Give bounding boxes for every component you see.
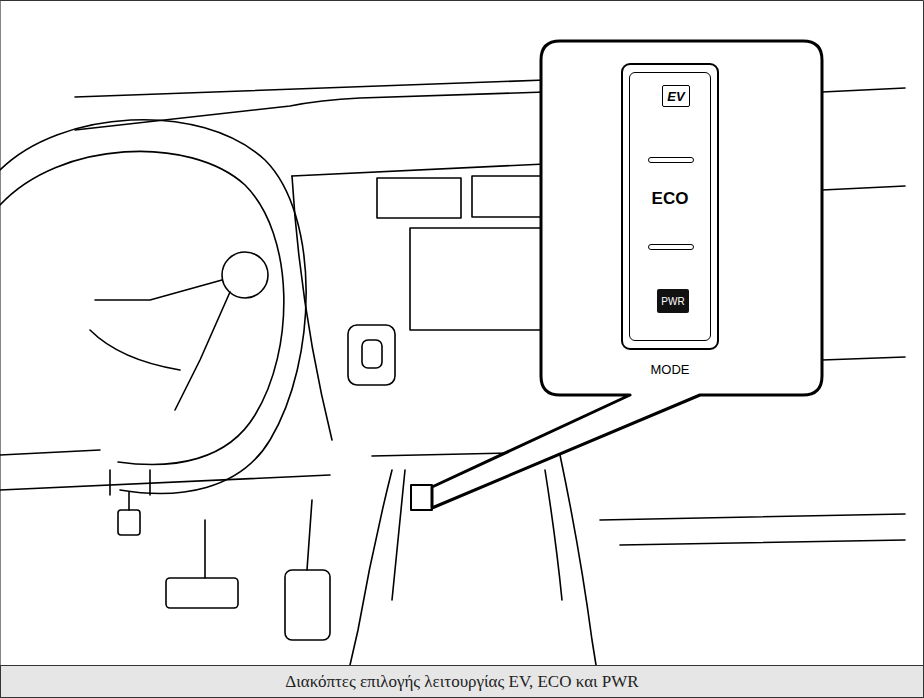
switch-divider [648,244,694,250]
ev-switch: EV [662,85,690,107]
figure-caption: Διακόπτες επιλογής λειτουργίας EV, ECO κ… [285,672,638,692]
label-holder: MODE [603,360,737,378]
mode-switch-panel: ECOMODEEVPWR [621,63,719,350]
panel-heading: MODE [651,362,690,377]
caption-band: Διακόπτες επιλογής λειτουργίας EV, ECO κ… [0,665,924,698]
switch-label: PWR [661,296,684,307]
label-holder: ECO [623,189,717,209]
switch-divider [648,157,694,163]
switch-label: EV [667,89,684,104]
pwr-switch: PWR [657,289,689,313]
switch-label: ECO [652,189,689,208]
